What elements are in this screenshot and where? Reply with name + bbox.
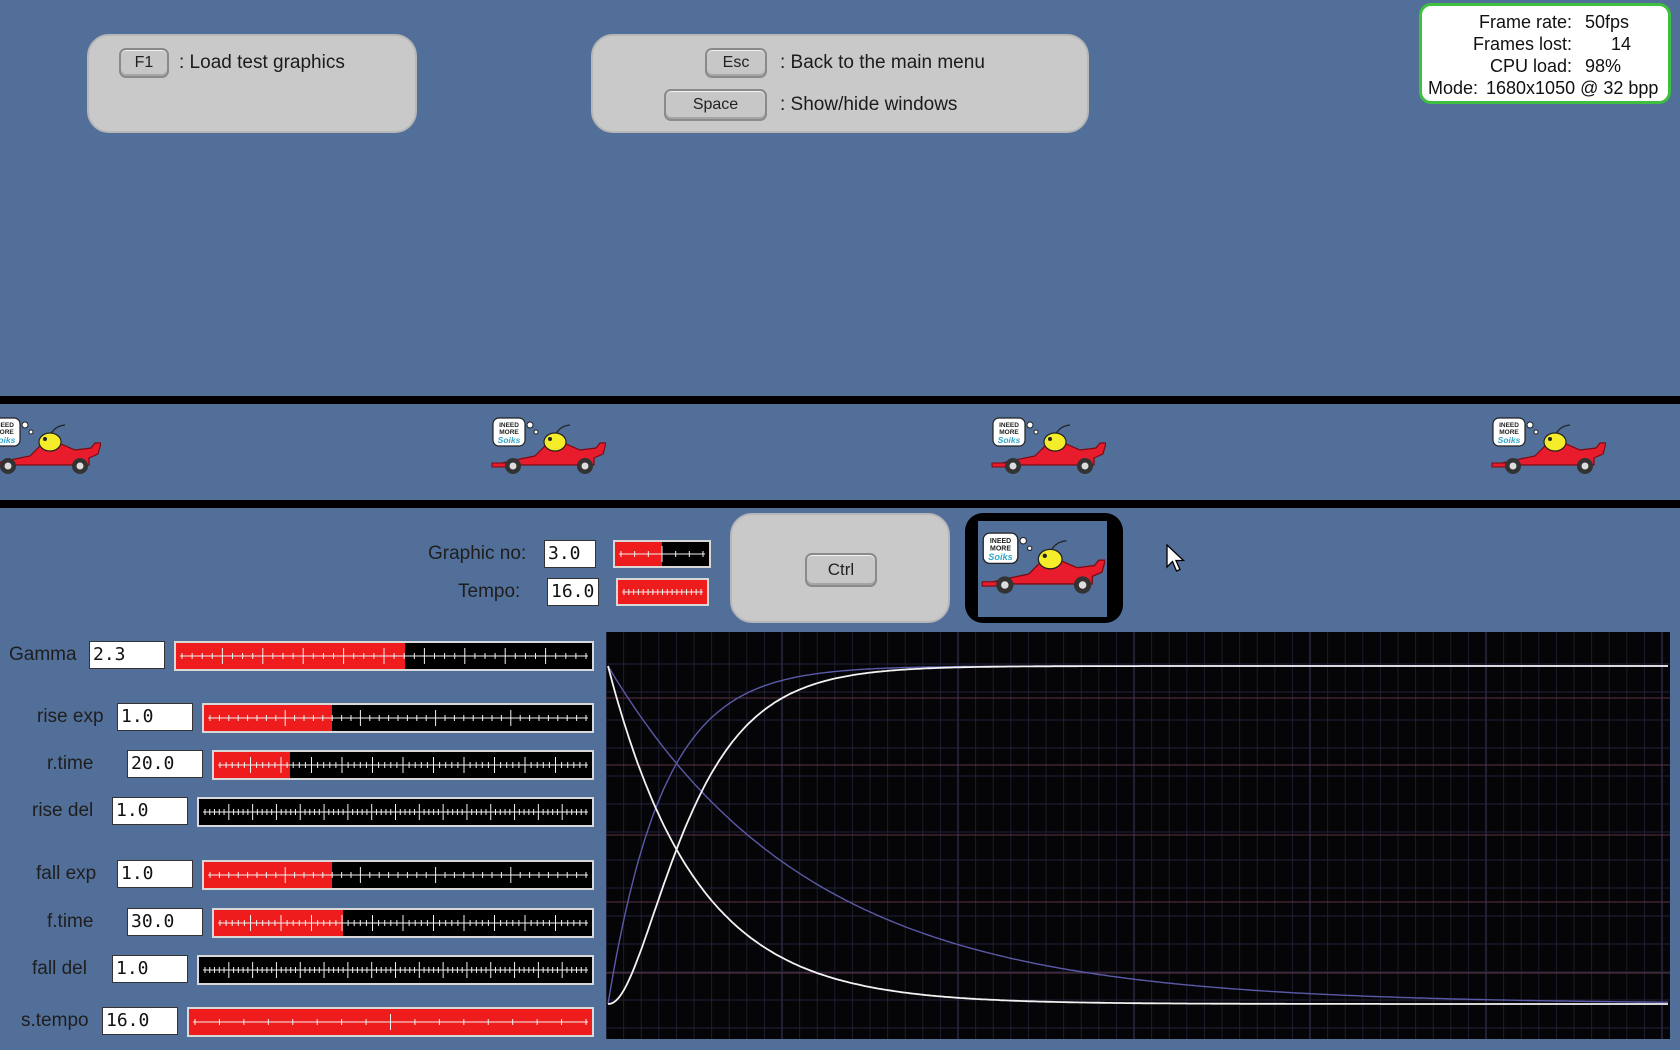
param-slider[interactable] (202, 860, 594, 890)
race-car-icon: INEED MORE Soiks (0, 417, 102, 474)
bubble-line-1: INEED (0, 422, 14, 429)
bubble-line-2: MORE (499, 429, 519, 436)
show-hide-windows-text: : Show/hide windows (780, 94, 958, 115)
param-label: rise del (32, 800, 94, 821)
bubble-line-2: MORE (999, 429, 1019, 436)
param-slider[interactable] (174, 641, 594, 671)
frame-rate-label: Frame rate: (1478, 12, 1572, 32)
bubble-line-2: MORE (990, 545, 1011, 552)
bubble-line-1: INEED (499, 422, 519, 429)
bubble-line-3: Soiks (0, 435, 16, 445)
param-value-input[interactable]: 1.0 (117, 703, 193, 731)
strip-top-border (0, 396, 1680, 404)
strip-bottom-border (0, 500, 1680, 508)
ctrl-key[interactable]: Ctrl (805, 553, 877, 587)
tempo-slider[interactable] (616, 578, 709, 606)
stats-panel: Frame rate: 50fps Frames lost: 14 CPU lo… (1419, 3, 1671, 104)
f1-key[interactable]: F1 (119, 48, 169, 78)
param-slider[interactable] (187, 1007, 594, 1037)
slider-ticks (622, 589, 703, 595)
race-car-sprite: INEED MORE Soiks (990, 416, 1107, 481)
slider-ticks (203, 804, 588, 820)
mouse-cursor-icon (1166, 544, 1186, 572)
frame-rate-value: 50fps (1585, 12, 1630, 32)
graphic-no-slider[interactable] (613, 540, 711, 568)
param-label: f.time (47, 911, 94, 932)
bubble-line-1: INEED (990, 538, 1011, 545)
bubble-line-3: Soiks (998, 435, 1021, 445)
preview-race-car-icon: INEED MORE Soiks (981, 532, 1107, 594)
gamma-fall-curve (607, 665, 1668, 1005)
bubble-line-1: INEED (999, 422, 1019, 429)
slider-ticks (218, 915, 588, 931)
linear-fall-curve (607, 665, 1668, 1003)
race-car-sprite: INEED MORE Soiks (0, 416, 102, 481)
tempo-input[interactable]: 16.0 (547, 578, 599, 606)
race-car-icon: INEED MORE Soiks (991, 417, 1107, 474)
slider-ticks (180, 648, 588, 664)
param-label: rise exp (37, 706, 104, 727)
slider-ticks (208, 867, 588, 883)
race-car-sprite: INEED MORE Soiks (1490, 416, 1607, 481)
mode-value: 1680x1050 @ 32 bpp (1486, 78, 1659, 98)
slider-ticks (203, 962, 588, 978)
slider-ticks (208, 710, 588, 726)
bubble-line-3: Soiks (498, 435, 521, 445)
load-test-graphics-text: : Load test graphics (179, 52, 345, 73)
param-slider[interactable] (212, 750, 594, 780)
param-value-input[interactable]: 16.0 (102, 1007, 178, 1035)
bubble-line-1: INEED (1499, 422, 1519, 429)
scrolling-strip: INEED MORE Soiks INEED MORE Soiks INEED … (0, 404, 1680, 500)
param-slider[interactable] (197, 955, 594, 985)
frames-lost-value: 14 (1611, 34, 1632, 54)
esc-key[interactable]: Esc (705, 48, 767, 78)
space-key[interactable]: Space (664, 89, 767, 121)
param-label: r.time (47, 753, 94, 774)
help-panel-load: F1 : Load test graphics (87, 34, 417, 133)
race-car-icon: INEED MORE Soiks (491, 417, 607, 474)
cpu-load-value: 98% (1585, 56, 1622, 76)
back-to-main-menu-text: : Back to the main menu (780, 52, 985, 73)
slider-ticks (193, 1014, 588, 1030)
race-car-icon: INEED MORE Soiks (1491, 417, 1607, 474)
slider-ticks (619, 546, 705, 562)
param-label: fall del (32, 958, 87, 979)
bubble-line-3: Soiks (988, 552, 1012, 562)
mode-label: Mode: (1428, 78, 1479, 98)
param-value-input[interactable]: 1.0 (117, 860, 193, 888)
param-value-input[interactable]: 20.0 (127, 750, 203, 778)
param-slider[interactable] (202, 703, 594, 733)
cpu-load-label: CPU load: (1489, 56, 1572, 76)
graphic-no-input[interactable]: 3.0 (544, 540, 596, 568)
param-label: fall exp (36, 863, 97, 884)
ctrl-panel: Ctrl (730, 513, 950, 623)
bubble-line-2: MORE (1499, 429, 1519, 436)
bubble-line-2: MORE (0, 429, 14, 436)
param-value-input[interactable]: 1.0 (112, 955, 188, 983)
param-label: s.tempo (21, 1010, 89, 1031)
envelope-graph (605, 632, 1670, 1039)
preview-canvas: INEED MORE Soiks (978, 521, 1107, 617)
tempo-label: Tempo: (458, 581, 521, 602)
bubble-line-3: Soiks (1498, 435, 1521, 445)
frames-lost-label: Frames lost: (1472, 34, 1572, 54)
preview-window: INEED MORE Soiks (965, 513, 1123, 623)
param-label: Gamma (9, 644, 77, 665)
gamma-rise-curve (607, 665, 1668, 1005)
param-value-input[interactable]: 1.0 (112, 797, 188, 825)
slider-ticks (218, 757, 588, 773)
param-value-input[interactable]: 30.0 (127, 908, 203, 936)
graphic-no-label: Graphic no: (428, 543, 527, 564)
param-slider[interactable] (212, 908, 594, 938)
param-value-input[interactable]: 2.3 (89, 641, 165, 669)
race-car-sprite: INEED MORE Soiks (490, 416, 607, 481)
param-slider[interactable] (197, 797, 594, 827)
help-panel-navigation: Esc : Back to the main menu Space : Show… (591, 34, 1089, 133)
